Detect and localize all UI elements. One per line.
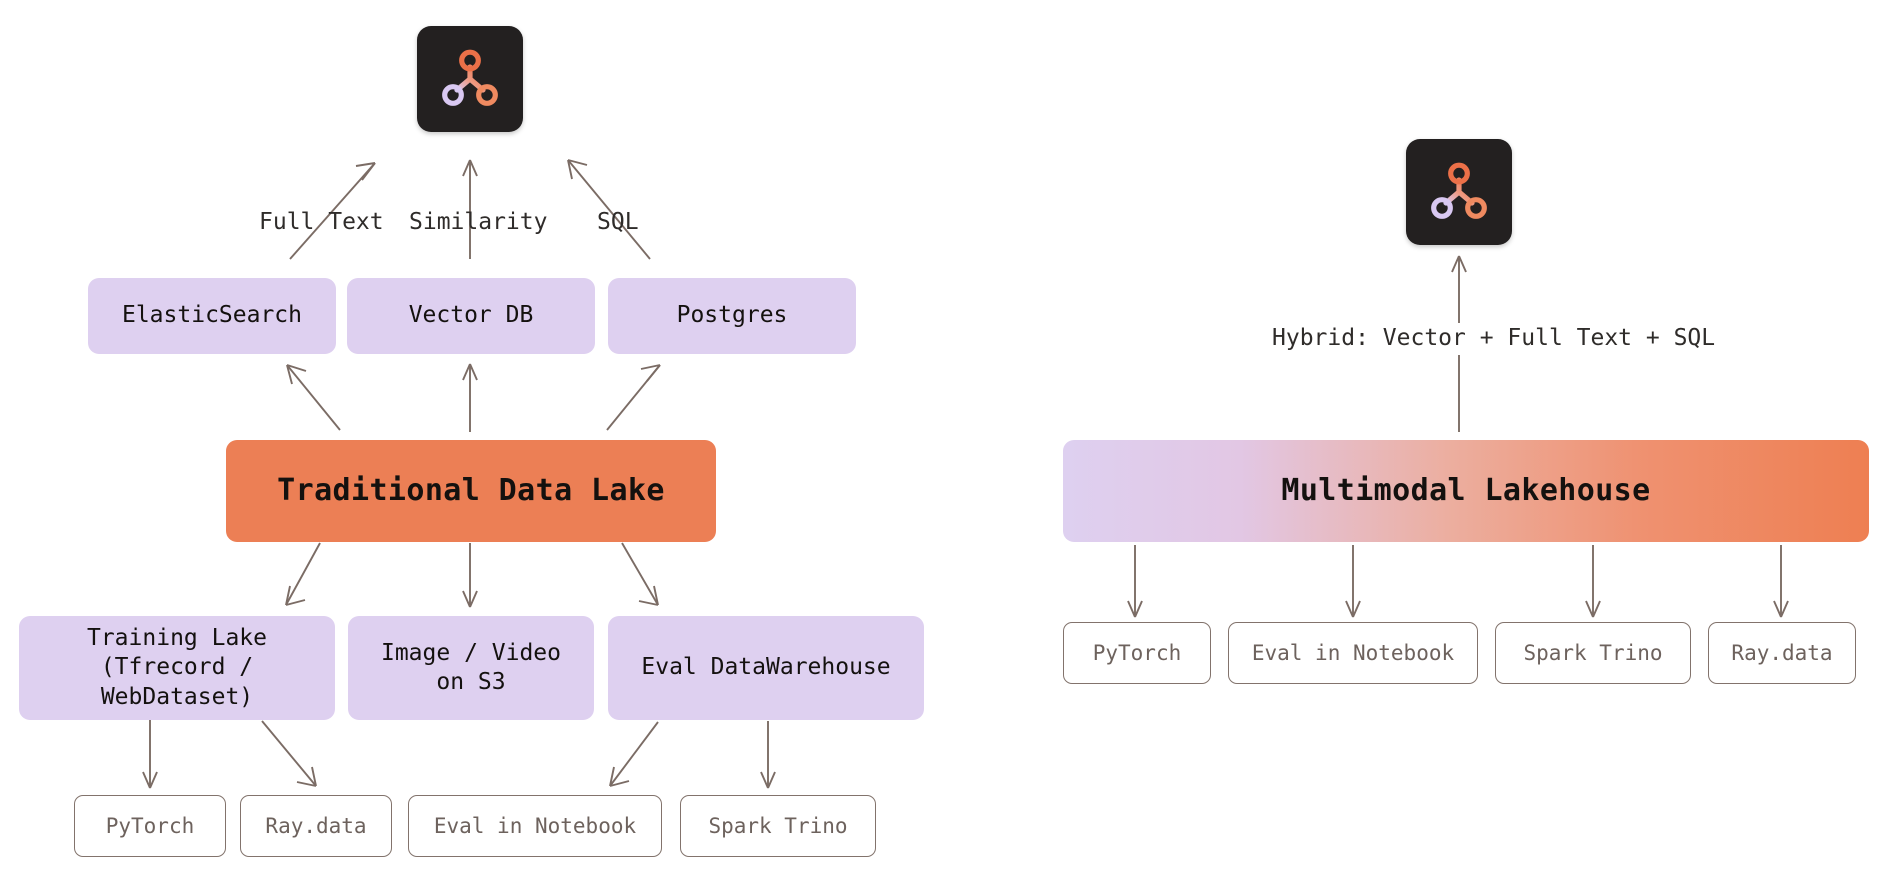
box-consumer-raydata-right-label: Ray.data (1731, 640, 1833, 665)
box-eval-datawarehouse-label: Eval DataWarehouse (641, 654, 891, 681)
box-consumer-pytorch-right[interactable]: PyTorch (1063, 622, 1211, 684)
edge-label-hybrid-query: Hybrid: Vector + Full Text + SQL (1272, 325, 1716, 351)
hero-multimodal-lakehouse[interactable]: Multimodal Lakehouse (1063, 440, 1869, 542)
arrow-eval-warehouse-to-notebook (609, 721, 659, 787)
box-vector-db-label: Vector DB (408, 302, 534, 329)
box-consumer-spark-trino-right-label: Spark Trino (1523, 640, 1663, 665)
box-consumer-eval-notebook-right-label: Eval in Notebook (1251, 640, 1455, 665)
arrow-eval-warehouse-to-sparktrino (760, 721, 776, 789)
box-image-video-s3[interactable]: Image / Video on S3 (348, 616, 594, 720)
box-consumer-eval-notebook-left-label: Eval in Notebook (433, 813, 637, 838)
box-image-video-s3-line2: on S3 (436, 669, 506, 695)
three-node-graph-logo-icon (442, 49, 498, 106)
box-elasticsearch-label: ElasticSearch (121, 302, 302, 329)
arrow-lake-to-training-lake (285, 542, 321, 606)
box-consumer-raydata-right[interactable]: Ray.data (1708, 622, 1856, 684)
edge-label-full-text: Full Text (259, 209, 384, 235)
box-consumer-pytorch-left[interactable]: PyTorch (74, 795, 226, 857)
arrow-lakehouse-to-pytorch (1127, 545, 1143, 618)
arrow-lake-to-elasticsearch (286, 364, 341, 431)
box-consumer-eval-notebook-left[interactable]: Eval in Notebook (408, 795, 662, 857)
edge-label-similarity: Similarity (409, 209, 548, 235)
box-consumer-raydata-left[interactable]: Ray.data (240, 795, 392, 857)
hero-multimodal-lakehouse-label: Multimodal Lakehouse (1281, 472, 1651, 508)
arrow-lakehouse-to-notebook (1345, 545, 1361, 618)
box-consumer-pytorch-right-label: PyTorch (1092, 640, 1182, 665)
hero-traditional-data-lake[interactable]: Traditional Data Lake (226, 440, 716, 542)
arrow-lake-to-vectordb (462, 363, 478, 432)
box-consumer-spark-trino-left[interactable]: Spark Trino (680, 795, 876, 857)
arrow-lake-to-postgres (606, 364, 661, 431)
box-consumer-spark-trino-right[interactable]: Spark Trino (1495, 622, 1691, 684)
box-training-lake-line2: (Tfrecord / WebDataset) (100, 654, 254, 710)
box-consumer-spark-trino-left-label: Spark Trino (708, 813, 848, 838)
box-vector-db[interactable]: Vector DB (347, 278, 595, 354)
arrow-training-lake-to-pytorch (142, 720, 158, 789)
box-postgres-label: Postgres (676, 302, 788, 329)
left-product-logo (417, 26, 523, 132)
arrow-lakehouse-to-sparktrino (1585, 545, 1601, 618)
three-node-graph-logo-icon (1431, 162, 1487, 219)
box-postgres[interactable]: Postgres (608, 278, 856, 354)
box-eval-datawarehouse[interactable]: Eval DataWarehouse (608, 616, 924, 720)
arrow-lake-to-image-video (462, 543, 478, 608)
right-product-logo (1406, 139, 1512, 245)
hero-traditional-data-lake-label: Traditional Data Lake (277, 472, 665, 508)
box-consumer-raydata-left-label: Ray.data (265, 813, 367, 838)
box-training-lake[interactable]: Training Lake (Tfrecord / WebDataset) (19, 616, 335, 720)
box-consumer-eval-notebook-right[interactable]: Eval in Notebook (1228, 622, 1478, 684)
arrow-lake-to-eval-warehouse (621, 542, 659, 606)
edge-label-sql: SQL (597, 209, 639, 235)
box-training-lake-line1: Training Lake (86, 624, 267, 651)
box-image-video-s3-line1: Image / Video (380, 639, 561, 666)
box-elasticsearch[interactable]: ElasticSearch (88, 278, 336, 354)
arrow-lakehouse-to-raydata (1773, 545, 1789, 618)
arrow-training-lake-to-raydata (261, 720, 317, 787)
box-consumer-pytorch-left-label: PyTorch (105, 813, 195, 838)
